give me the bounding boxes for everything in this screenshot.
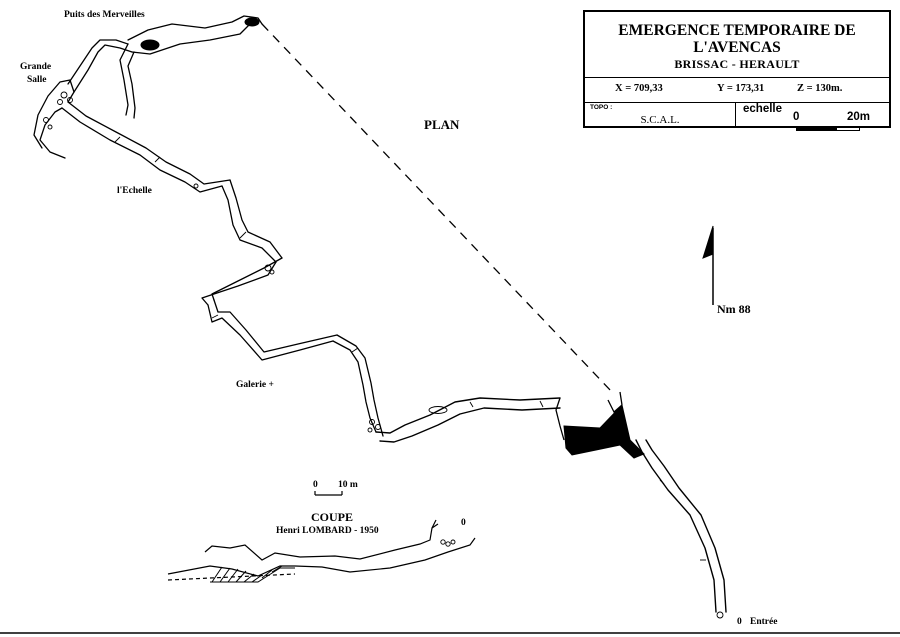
coupe-title: COUPE — [311, 510, 353, 524]
label-entree-zero: 0 — [737, 617, 742, 627]
scale-label: echelle — [743, 103, 782, 115]
boulder-symbols — [43, 91, 724, 619]
label-north: Nm 88 — [717, 302, 751, 316]
coord-x: X = 709,33 — [615, 83, 663, 94]
label-echelle: l'Echelle — [117, 186, 152, 196]
coord-z: Z = 130m. — [797, 83, 843, 94]
cave-passage — [33, 15, 727, 613]
puits-fill — [140, 39, 160, 51]
top-end-fill — [244, 17, 260, 27]
label-grande-salle-line1: Grande — [20, 62, 52, 72]
label-grande-salle-line2: Salle — [27, 75, 47, 85]
title-block-heading: EMERGENCE TEMPORAIRE DE L'AVENCAS — [585, 22, 889, 56]
coupe-scale-zero: 0 — [313, 480, 318, 490]
topo-label: TOPO : — [590, 104, 613, 111]
junction-walls — [555, 391, 623, 441]
label-entree: Entrée — [750, 617, 778, 627]
passage-hatches — [114, 136, 706, 561]
surface-dashed-line — [261, 23, 613, 393]
coordinates-row: X = 709,33 Y = 173,31 Z = 130m. — [585, 77, 889, 103]
title-line1: EMERGENCE TEMPORAIRE DE — [618, 22, 856, 39]
label-plan: PLAN — [424, 117, 460, 132]
coupe-hatched-floor — [210, 565, 295, 583]
scale-max: 20m — [847, 111, 871, 123]
title-subtitle: BRISSAC - HERAULT — [674, 57, 800, 71]
north-arrow — [702, 225, 714, 305]
coupe-scale-max: 10 m — [338, 480, 358, 490]
scale-bar-fill — [797, 127, 837, 130]
title-line2: L'AVENCAS — [693, 39, 781, 56]
black-fill-areas — [140, 17, 645, 459]
coupe-author: Henri LOMBARD - 1950 — [276, 526, 379, 536]
coupe-zero: 0 — [461, 518, 466, 528]
coupe-scale-bar — [314, 491, 343, 496]
topo-value: S.C.A.L. — [640, 114, 680, 126]
junction-fill — [563, 403, 645, 459]
label-puits-des-merveilles: Puits des Merveilles — [64, 10, 145, 20]
topo-cell: TOPO : S.C.A.L. — [585, 102, 736, 126]
label-galerie: Galerie + — [236, 380, 274, 390]
scale-bar — [796, 126, 860, 131]
scale-zero: 0 — [793, 111, 800, 123]
title-block: EMERGENCE TEMPORAIRE DE L'AVENCAS BRISSA… — [583, 10, 891, 131]
title-block-bottom-row: TOPO : S.C.A.L. echelle 0 20m — [585, 102, 889, 131]
coord-y: Y = 173,31 — [717, 83, 765, 94]
